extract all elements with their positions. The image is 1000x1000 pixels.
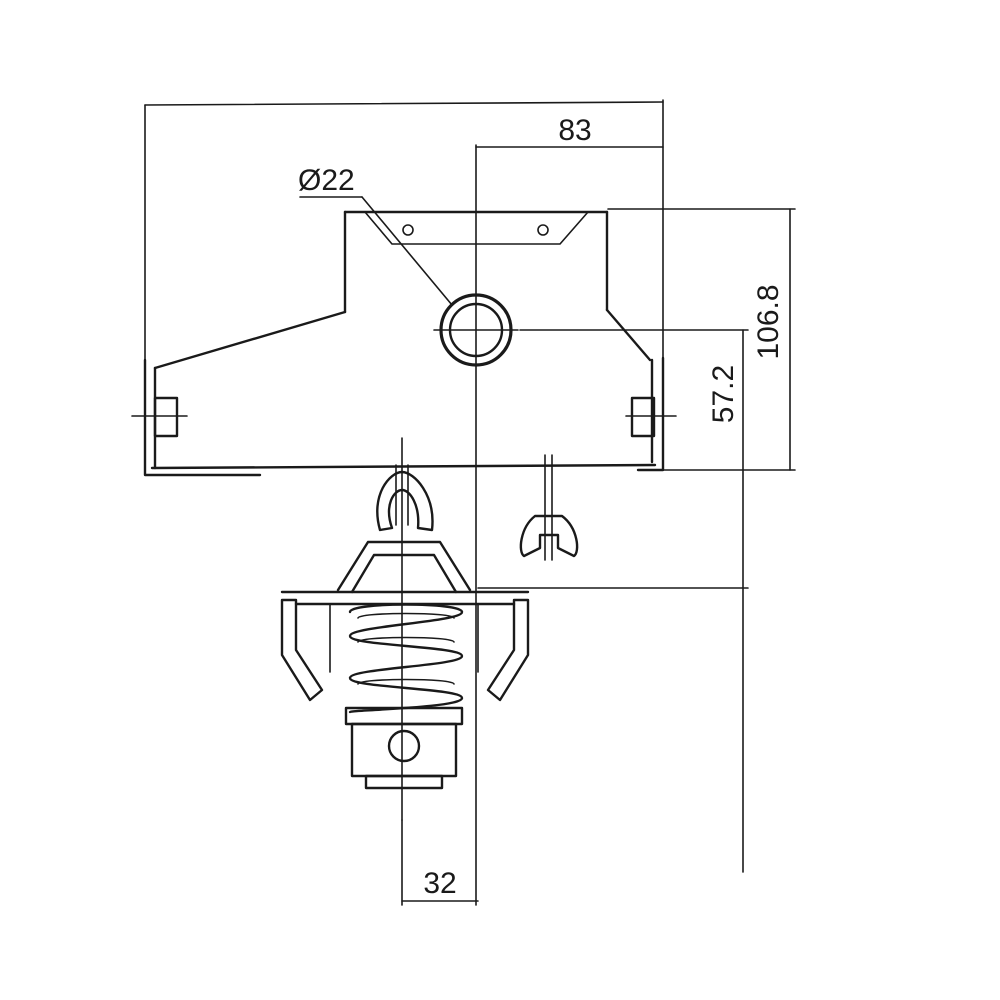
bracket-body bbox=[143, 210, 665, 477]
top-hole-right bbox=[537, 224, 549, 236]
pivot-hole bbox=[433, 293, 519, 367]
right-bolt bbox=[625, 396, 677, 438]
coil-spring bbox=[348, 603, 464, 714]
dimension-106-8: 106.8 bbox=[607, 208, 796, 471]
dimension-106-8-label: 106.8 bbox=[752, 284, 785, 359]
dimension-83-label: 83 bbox=[558, 114, 591, 147]
hanger-eye bbox=[376, 437, 434, 821]
dimension-diameter-22: Ø22 bbox=[298, 164, 453, 306]
dimension-32-label: 32 bbox=[423, 867, 456, 900]
left-bolt bbox=[131, 396, 188, 438]
dimension-57-2: 57.2 bbox=[477, 329, 749, 873]
top-hole-left bbox=[402, 224, 414, 236]
wing-nut bbox=[519, 454, 579, 561]
dimension-57-2-label: 57.2 bbox=[707, 365, 740, 423]
bottom-fitting bbox=[344, 706, 464, 790]
spring-cage bbox=[280, 540, 530, 702]
fitting-hole bbox=[387, 729, 421, 763]
dimension-diameter-label: Ø22 bbox=[298, 164, 355, 197]
dimension-83: 83 bbox=[144, 99, 664, 906]
dimension-32: 32 bbox=[401, 819, 479, 906]
